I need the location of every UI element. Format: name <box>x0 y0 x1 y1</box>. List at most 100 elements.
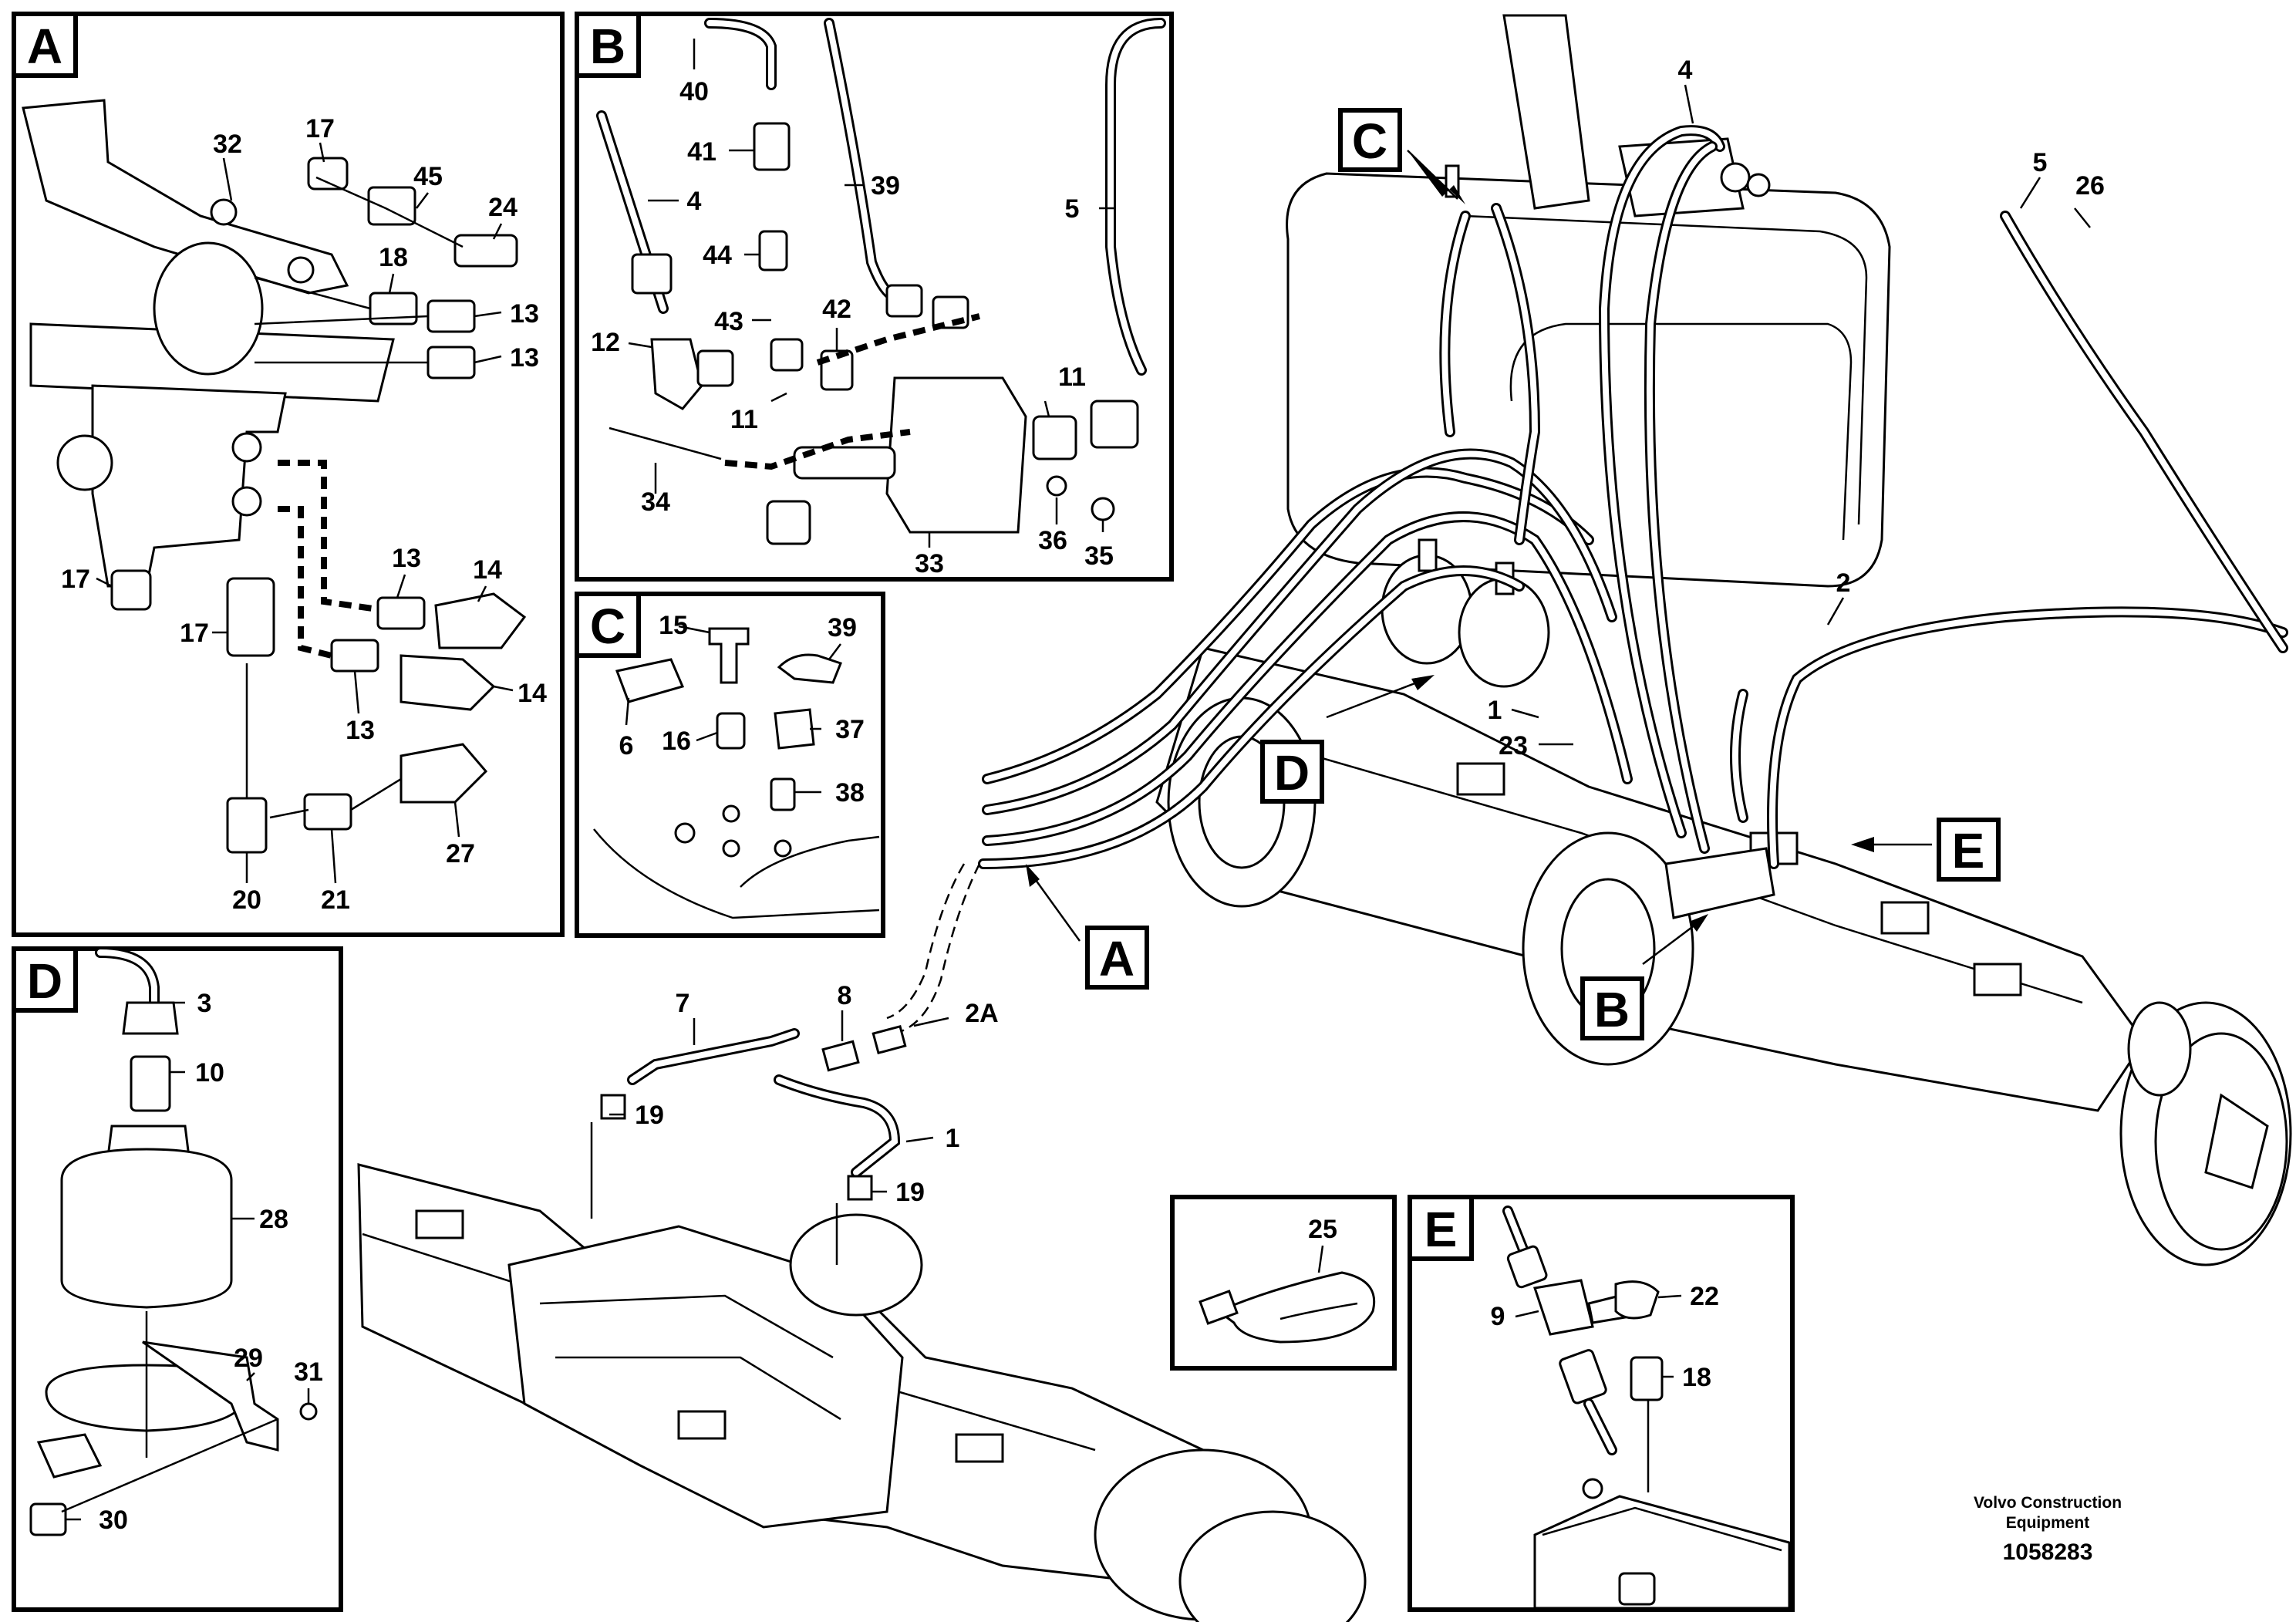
front-lines <box>590 863 981 1265</box>
panel-e-parts <box>1502 1206 1791 1610</box>
main-label-7: 7 <box>676 989 690 1018</box>
label-b-7: 43 <box>714 307 743 336</box>
panel-d: D 3 10 28 29 31 30 <box>12 946 343 1612</box>
label-c-2: 39 <box>828 613 857 642</box>
callout-c: C <box>1352 113 1387 169</box>
label-b-10: 11 <box>1058 363 1086 392</box>
label-b-14: 36 <box>1038 526 1067 555</box>
label-b-8: 42 <box>822 295 851 324</box>
drawing-number: 1058283 <box>2003 1539 2093 1565</box>
label-b-13: 33 <box>915 549 944 578</box>
panel-a-letter: A <box>27 19 62 74</box>
front-axle <box>357 1163 1367 1622</box>
panel-d-parts <box>29 947 318 1536</box>
panel-e-letter: E <box>1424 1202 1458 1257</box>
main-label-10: 19 <box>635 1101 664 1130</box>
main-label-11: 1 <box>946 1124 960 1153</box>
main-label-9: 2A <box>965 999 998 1028</box>
label-e-2: 22 <box>1690 1282 1719 1311</box>
hose-bundle <box>978 125 2288 869</box>
label-a-6: 13 <box>510 299 539 329</box>
callout-arrows <box>1026 150 1932 965</box>
label-a-3: 45 <box>413 162 443 191</box>
label-a-9: 13 <box>392 544 421 573</box>
main-labels: 4 5 26 2 1 23 7 8 2A 19 1 19 <box>635 56 2105 1207</box>
label-a-10: 14 <box>473 555 502 585</box>
label-c-1: 15 <box>659 611 688 640</box>
panel-c-parts <box>593 627 880 919</box>
panel-b-parts <box>596 18 1166 545</box>
panel-d-letter: D <box>27 953 62 1009</box>
label-b-15: 35 <box>1084 541 1114 571</box>
main-leaders <box>609 84 2091 1193</box>
label-a-12: 13 <box>346 716 375 745</box>
panel-d-leaders <box>66 1001 310 1521</box>
label-b-1: 40 <box>679 77 709 106</box>
footer: Volvo Construction Equipment 1058283 <box>1974 1494 2122 1565</box>
callout-a: A <box>1099 931 1135 986</box>
label-e-1: 9 <box>1491 1302 1505 1331</box>
main-assembly <box>357 14 2292 1622</box>
label-a-7: 13 <box>510 343 539 373</box>
panel-b: B <box>575 12 1174 582</box>
company-line-1: Volvo Construction <box>1974 1494 2122 1512</box>
label-a-4: 24 <box>488 193 518 222</box>
label-d-2: 10 <box>195 1058 224 1088</box>
label-a-8: 17 <box>61 565 90 594</box>
callout-e: E <box>1952 823 1985 878</box>
panel-b-letter: B <box>590 19 625 74</box>
label-a-2: 17 <box>305 114 335 143</box>
panel-a-fittings <box>110 157 527 854</box>
label-a-14: 20 <box>232 885 261 915</box>
callout-d: D <box>1274 745 1310 801</box>
main-label-1: 4 <box>1678 56 1693 85</box>
label-b-5: 5 <box>1065 194 1080 224</box>
label-b-3: 4 <box>687 187 702 216</box>
label-d-5: 31 <box>294 1357 323 1387</box>
panel-b-leaders <box>628 39 1114 548</box>
cable-tie-box: 25 <box>1170 1195 1397 1371</box>
main-label-5: 1 <box>1488 696 1502 725</box>
main-label-2: 5 <box>2033 148 2048 177</box>
main-label-4: 2 <box>1836 568 1851 598</box>
brake-valve-pedal <box>22 99 395 588</box>
hydraulic-tank <box>1286 14 1891 588</box>
label-d-1: 3 <box>197 989 212 1018</box>
panel-e: E 9 22 18 <box>1408 1195 1795 1612</box>
label-a-13: 14 <box>518 679 547 708</box>
label-d-4: 29 <box>234 1344 263 1373</box>
label-c-3: 6 <box>619 731 634 760</box>
rear-axle <box>1155 646 2292 1266</box>
label-c-4: 16 <box>662 727 691 756</box>
main-label-8: 8 <box>838 981 852 1010</box>
panel-c-leaders <box>625 625 841 794</box>
label-b-9: 12 <box>591 328 620 357</box>
label-a-1: 32 <box>213 130 242 159</box>
callout-b: B <box>1594 982 1630 1037</box>
main-label-6: 23 <box>1499 731 1528 760</box>
main-label-12: 19 <box>895 1178 925 1207</box>
label-tie: 25 <box>1308 1215 1337 1244</box>
panel-a-leaders <box>96 142 514 884</box>
label-a-11: 17 <box>180 619 209 648</box>
main-callouts: C D A B E <box>1085 108 2001 1040</box>
label-c-6: 38 <box>835 778 865 808</box>
label-a-16: 27 <box>446 839 475 868</box>
company-line-2: Equipment <box>2006 1514 2090 1532</box>
label-b-2: 41 <box>687 137 716 167</box>
panel-e-leaders <box>1515 1294 1682 1378</box>
label-b-12: 34 <box>641 487 670 517</box>
main-label-3: 26 <box>2075 171 2105 201</box>
panel-c: C 15 39 6 16 37 38 <box>575 592 885 938</box>
panel-a: A <box>12 12 565 937</box>
label-b-6: 44 <box>703 241 732 270</box>
label-d-3: 28 <box>259 1205 288 1234</box>
label-a-15: 21 <box>321 885 350 915</box>
label-d-6: 30 <box>99 1506 128 1535</box>
label-b-4: 39 <box>871 171 900 201</box>
label-a-5: 18 <box>379 243 408 272</box>
label-b-11: 11 <box>730 405 758 434</box>
panel-c-letter: C <box>590 599 625 654</box>
label-e-3: 18 <box>1682 1363 1711 1392</box>
